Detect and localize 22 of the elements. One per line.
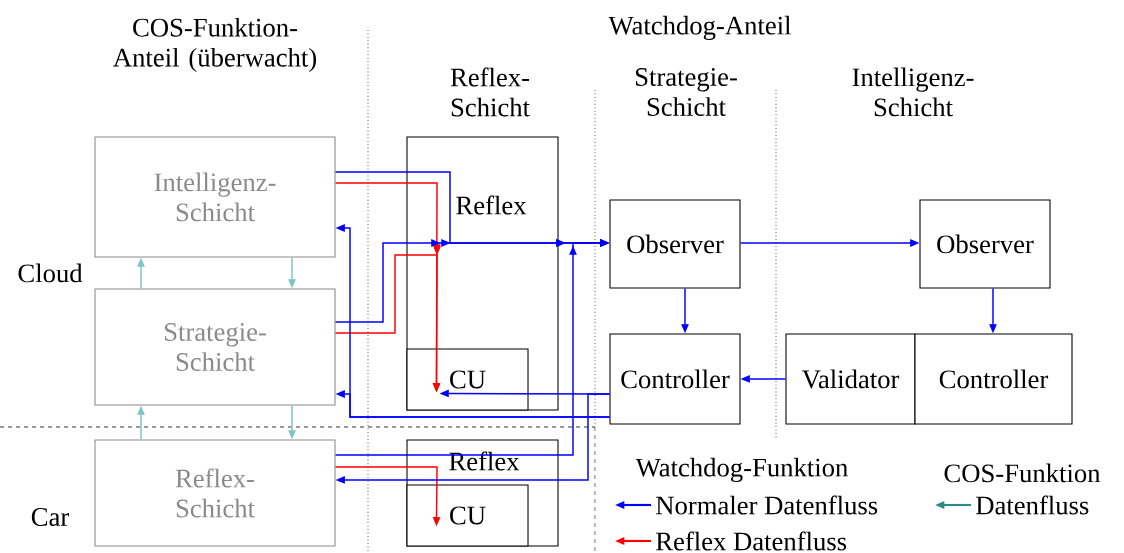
observer-box: Observer [609,199,741,289]
cu-box: CU [406,348,529,411]
column-heading: COS-Funktion-Anteil (überwacht) [113,17,317,73]
row-label: Car [31,508,70,526]
legend-label: Normaler Datenfluss [656,495,878,515]
controller-box: Controller [609,333,741,425]
row-label: Cloud [18,263,83,283]
column-heading: Strategie- Schicht [635,68,737,116]
legend-label: Reflex Datenfluss [656,531,847,551]
legend-label: Datenfluss [976,495,1089,515]
validator-box: Validator [785,333,916,425]
cu-box: CU [406,484,529,547]
layer-box: Reflex- Schicht [94,439,336,547]
layer-box: Strategie- Schicht [94,288,336,406]
legend-heading: Watchdog-Funktion [635,457,848,483]
controller-box: Controller [914,333,1073,425]
column-heading: Intelligenz- Schicht [852,67,974,117]
column-heading: Watchdog-Anteil [608,15,791,41]
legend-heading: COS-Funktion [944,463,1101,483]
layer-box: Intelligenz- Schicht [94,136,336,258]
observer-box: Observer [919,199,1051,289]
column-heading: Reflex- Schicht [450,67,530,117]
